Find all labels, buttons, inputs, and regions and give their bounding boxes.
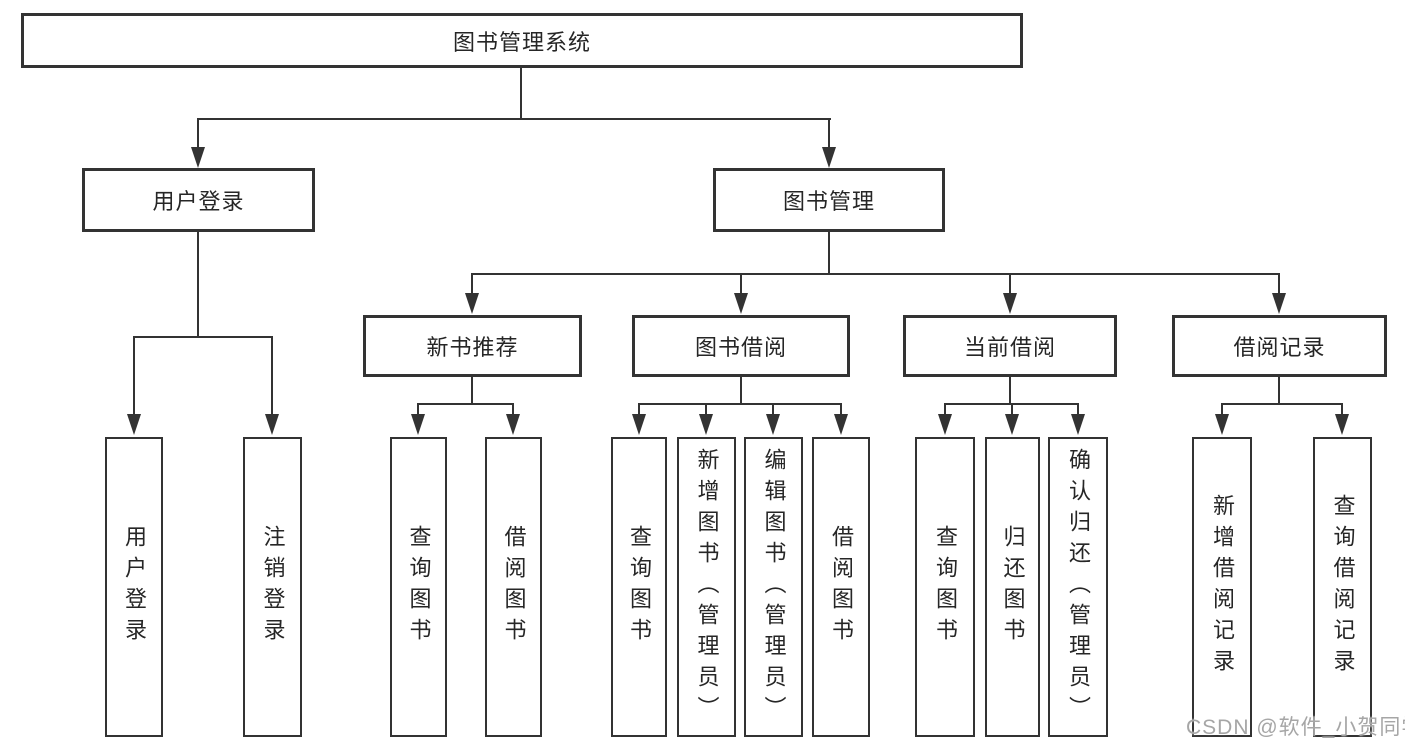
leaf-label: 归还图书 [1000, 525, 1026, 649]
leaf-label: 查询借阅记录 [1330, 494, 1356, 680]
connector-sec0-crossbar [417, 403, 514, 405]
arrow-down-leaf-login [127, 414, 141, 435]
connector-sec2-c1 [1011, 403, 1013, 416]
connector-sec2-c2 [1077, 403, 1079, 416]
connector-sec1-c0 [638, 403, 640, 416]
arrow-down-current-borrow [1003, 293, 1017, 314]
node-label: 新书推荐 [426, 335, 519, 360]
connector-to-book-management [828, 118, 830, 149]
leaf-label: 确认归还（管理员） [1066, 447, 1091, 727]
leaf-add-borrow-record: 新增借阅记录 [1192, 437, 1252, 737]
node-label: 图书管理系统 [452, 29, 591, 55]
connector-sec1-stem [740, 377, 742, 403]
arrow-down-book-borrow [734, 293, 748, 314]
node-current-borrow: 当前借阅 [903, 315, 1117, 377]
node-label: 用户登录 [152, 189, 245, 214]
leaf-add-book-admin: 新增图书（管理员） [677, 437, 736, 737]
connector-login-stem [197, 232, 199, 336]
arrow-down-user-login [191, 147, 205, 168]
node-label: 当前借阅 [963, 335, 1056, 360]
arrow-down-sec2-c0 [938, 414, 952, 435]
connector-sec1-c3 [840, 403, 842, 416]
node-new-book-recommend: 新书推荐 [363, 315, 582, 377]
csdn-watermark: CSDN @软件_小贺同学 [1186, 716, 1405, 739]
node-label: 借阅记录 [1233, 335, 1326, 360]
arrow-down-borrow-records [1272, 293, 1286, 314]
node-book-management: 图书管理 [713, 168, 945, 232]
connector-sec0-c1 [512, 403, 514, 416]
leaf-borrow-book: 借阅图书 [812, 437, 870, 737]
arrow-down-sec2-c1 [1005, 414, 1019, 435]
connector-to-current-borrow [1009, 273, 1011, 295]
connector-to-leaf-logout [271, 336, 273, 416]
arrow-down-book-management [822, 147, 836, 168]
leaf-current-query-books: 查询图书 [915, 437, 975, 737]
node-library-management-system: 图书管理系统 [21, 13, 1023, 68]
connector-to-book-borrow [740, 273, 742, 295]
arrow-down-sec0-c0 [411, 414, 425, 435]
leaf-edit-book-admin: 编辑图书（管理员） [744, 437, 803, 737]
connector-root-stem [520, 68, 522, 118]
leaf-label: 用户登录 [122, 525, 147, 649]
arrow-down-sec1-c3 [834, 414, 848, 435]
connector-sec2-c0 [944, 403, 946, 416]
arrow-down-sec3-c1 [1335, 414, 1349, 435]
leaf-user-login: 用户登录 [105, 437, 163, 737]
arrow-down-sec0-c1 [506, 414, 520, 435]
leaf-label: 新增图书（管理员） [694, 447, 720, 727]
leaf-label: 查询图书 [627, 525, 652, 649]
node-user-login: 用户登录 [82, 168, 315, 232]
leaf-label: 新增借阅记录 [1210, 494, 1235, 680]
node-label: 图书管理 [782, 189, 875, 214]
node-book-borrow: 图书借阅 [632, 315, 850, 377]
connector-sec3-crossbar [1221, 403, 1343, 405]
connector-sec3-stem [1278, 377, 1280, 403]
connector-mgmt-stem [828, 232, 830, 273]
connector-to-borrow-records [1278, 273, 1280, 295]
leaf-return-book: 归还图书 [985, 437, 1040, 737]
arrow-down-sec1-c0 [632, 414, 646, 435]
arrow-down-sec3-c0 [1215, 414, 1229, 435]
connector-sec0-stem [471, 377, 473, 403]
connector-sec2-stem [1009, 377, 1011, 403]
leaf-recommend-borrow-books: 借阅图书 [485, 437, 542, 737]
connector-root-crossbar [197, 118, 831, 120]
connector-login-crossbar [133, 336, 273, 338]
arrow-down-sec1-c2 [766, 414, 780, 435]
connector-to-leaf-login [133, 336, 135, 416]
leaf-label: 借阅图书 [501, 525, 527, 649]
leaf-borrow-query-books: 查询图书 [611, 437, 667, 737]
connector-sec1-c1 [705, 403, 707, 416]
leaf-label: 注销登录 [260, 525, 286, 649]
leaf-logout: 注销登录 [243, 437, 302, 737]
connector-mgmt-crossbar [471, 273, 1280, 275]
leaf-label: 查询图书 [406, 525, 432, 649]
node-borrow-records: 借阅记录 [1172, 315, 1387, 377]
connector-to-new-book [471, 273, 473, 295]
leaf-recommend-query-books: 查询图书 [390, 437, 447, 737]
leaf-label: 编辑图书（管理员） [761, 447, 787, 727]
connector-sec3-c1 [1341, 403, 1343, 416]
node-label: 图书借阅 [694, 335, 787, 360]
leaf-confirm-return-admin: 确认归还（管理员） [1048, 437, 1108, 737]
leaf-query-borrow-record: 查询借阅记录 [1313, 437, 1372, 737]
connector-sec0-c0 [417, 403, 419, 416]
leaf-label: 查询图书 [933, 525, 958, 649]
arrow-down-leaf-logout [265, 414, 279, 435]
connector-sec1-c2 [772, 403, 774, 416]
connector-to-user-login [197, 118, 199, 149]
arrow-down-sec2-c2 [1071, 414, 1085, 435]
connector-sec1-crossbar [638, 403, 842, 405]
arrow-down-new-book [465, 293, 479, 314]
leaf-label: 借阅图书 [829, 525, 854, 649]
connector-sec3-c0 [1221, 403, 1223, 416]
arrow-down-sec1-c1 [699, 414, 713, 435]
